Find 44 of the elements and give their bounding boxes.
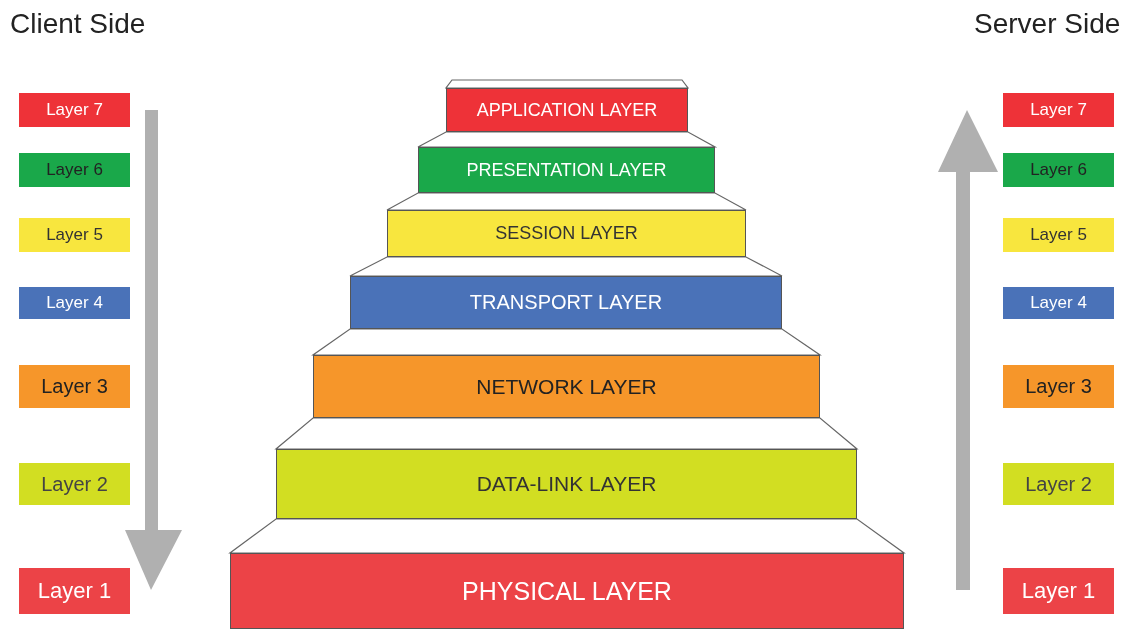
layer-name: Layer 5 <box>1030 225 1087 245</box>
layer-name: Layer 7 <box>1030 100 1087 120</box>
layer-step <box>387 210 746 257</box>
layer-name: Layer 5 <box>46 225 103 245</box>
layer-step <box>230 553 904 629</box>
side-heading: Client Side <box>10 8 146 40</box>
layer-tag <box>19 568 130 614</box>
layer-tag <box>1003 568 1114 614</box>
layer-name: Layer 3 <box>41 375 108 398</box>
layer-step <box>313 355 820 418</box>
layer-tag <box>19 463 130 505</box>
layer-step <box>276 449 857 519</box>
layer-name: Layer 2 <box>1025 472 1092 496</box>
layer-tag <box>19 93 130 127</box>
layer-name: Layer 2 <box>41 472 108 496</box>
side-heading: Server Side <box>974 8 1121 40</box>
layer-tag <box>1003 463 1114 505</box>
layer-tag <box>1003 153 1114 187</box>
layer-tag <box>19 218 130 252</box>
layer-tag <box>19 153 130 187</box>
layer-step <box>418 147 715 193</box>
layer-name: Layer 4 <box>1030 293 1087 313</box>
layer-name: Layer 6 <box>1030 160 1087 180</box>
layer-name: DATA-LINK LAYER <box>476 472 657 496</box>
layer-tag <box>1003 218 1114 252</box>
layer-name: Layer 1 <box>37 578 112 604</box>
layer-name: PHYSICAL LAYER <box>462 576 672 606</box>
layer-tag <box>19 287 130 319</box>
layer-name: Layer 1 <box>1021 578 1096 604</box>
layer-step <box>350 276 782 329</box>
layer-name: TRANSPORT LAYER <box>469 291 663 314</box>
layer-name: SESSION LAYER <box>495 223 638 244</box>
layer-name: Layer 4 <box>46 293 103 313</box>
layer-tag <box>19 365 130 408</box>
layer-name: NETWORK LAYER <box>476 374 657 399</box>
layer-tag <box>1003 365 1114 408</box>
layer-tag <box>1003 93 1114 127</box>
layer-name: APPLICATION LAYER <box>476 99 658 121</box>
layer-name: Layer 7 <box>46 100 103 120</box>
layer-name: Layer 3 <box>1025 375 1092 398</box>
layer-step <box>446 88 688 132</box>
layer-name: Layer 6 <box>46 160 103 180</box>
layer-name: PRESENTATION LAYER <box>466 159 667 181</box>
layer-tag <box>1003 287 1114 319</box>
